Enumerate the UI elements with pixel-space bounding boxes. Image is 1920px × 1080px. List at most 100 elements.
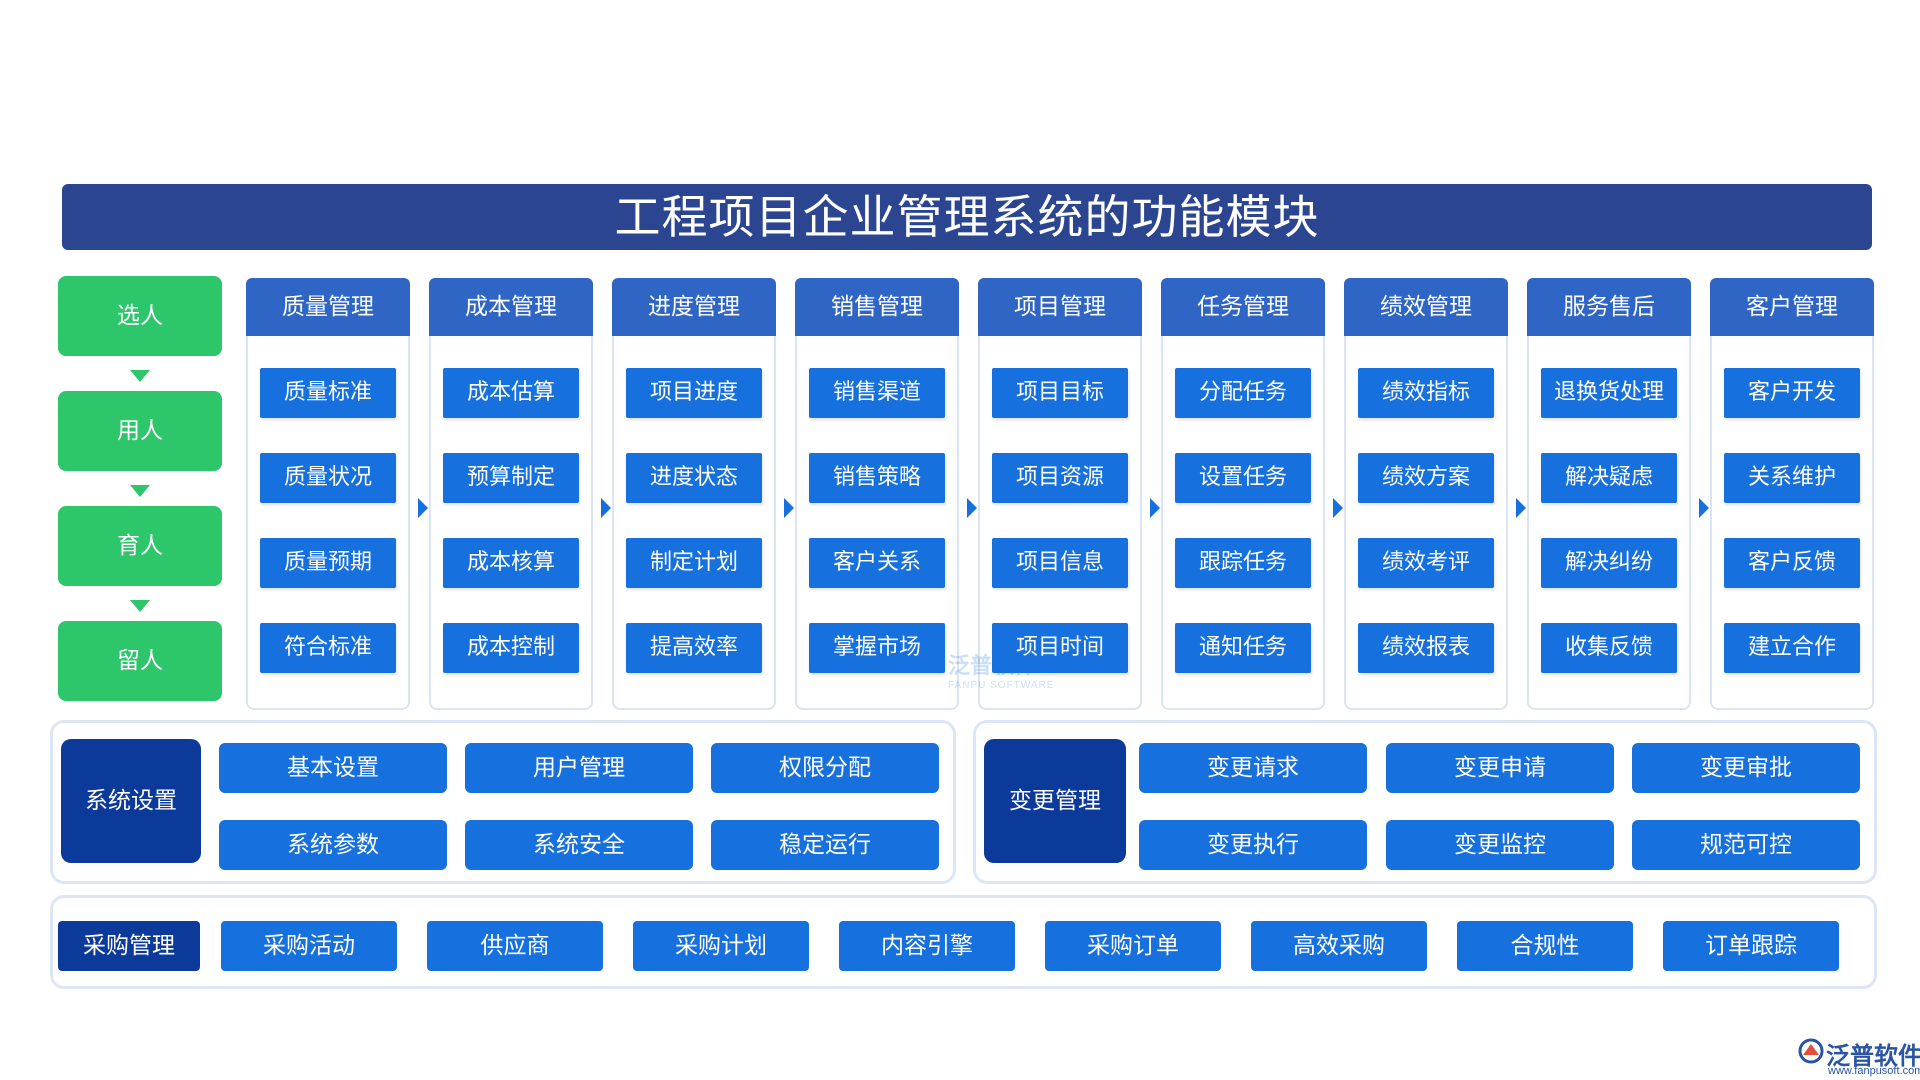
watermark-subtext: FANPU SOFTWARE <box>948 680 1055 691</box>
module-item[interactable]: 关系维护 <box>1724 453 1860 503</box>
module-item[interactable]: 解决疑虑 <box>1541 453 1677 503</box>
module-item[interactable]: 提高效率 <box>626 623 762 673</box>
module-item[interactable]: 收集反馈 <box>1541 623 1677 673</box>
flow-arrow <box>967 498 977 518</box>
watermark-text: 泛普软件 <box>948 653 1037 678</box>
procurement-title: 采购管理 <box>58 921 200 971</box>
change-management-panel: 变更管理 变更请求 变更申请 变更审批 变更执行 变更监控 规范可控 <box>973 720 1877 884</box>
module-item[interactable]: 符合标准 <box>260 623 396 673</box>
module-item[interactable]: 进度状态 <box>626 453 762 503</box>
module-title: 销售管理 <box>795 278 959 336</box>
module-item[interactable]: 通知任务 <box>1175 623 1311 673</box>
module-item[interactable]: 项目时间 <box>992 623 1128 673</box>
module-task: 任务管理 分配任务 设置任务 跟踪任务 通知任务 <box>1161 278 1325 710</box>
module-item[interactable]: 解决纠纷 <box>1541 538 1677 588</box>
change-management-item[interactable]: 变更申请 <box>1386 743 1614 793</box>
module-title: 项目管理 <box>978 278 1142 336</box>
module-title: 客户管理 <box>1710 278 1874 336</box>
module-item[interactable]: 绩效报表 <box>1358 623 1494 673</box>
module-item[interactable]: 预算制定 <box>443 453 579 503</box>
module-title: 质量管理 <box>246 278 410 336</box>
watermark: 泛普软件 FANPU SOFTWARE <box>948 648 1054 691</box>
system-settings-item[interactable]: 系统参数 <box>219 820 447 870</box>
change-management-item[interactable]: 变更请求 <box>1139 743 1367 793</box>
module-item[interactable]: 销售渠道 <box>809 368 945 418</box>
module-item[interactable]: 绩效方案 <box>1358 453 1494 503</box>
module-item[interactable]: 项目信息 <box>992 538 1128 588</box>
stage-develop: 育人 <box>58 506 222 586</box>
stage-select: 选人 <box>58 276 222 356</box>
system-settings-item[interactable]: 基本设置 <box>219 743 447 793</box>
stage-down-arrow <box>130 485 150 497</box>
module-title: 服务售后 <box>1527 278 1691 336</box>
module-title: 成本管理 <box>429 278 593 336</box>
procurement-item[interactable]: 高效采购 <box>1251 921 1427 971</box>
stage-use: 用人 <box>58 391 222 471</box>
change-management-item[interactable]: 规范可控 <box>1632 820 1860 870</box>
system-settings-item[interactable]: 系统安全 <box>465 820 693 870</box>
module-performance: 绩效管理 绩效指标 绩效方案 绩效考评 绩效报表 <box>1344 278 1508 710</box>
module-title: 进度管理 <box>612 278 776 336</box>
module-cost: 成本管理 成本估算 预算制定 成本核算 成本控制 <box>429 278 593 710</box>
flow-arrow <box>1699 498 1709 518</box>
change-management-item[interactable]: 变更审批 <box>1632 743 1860 793</box>
module-item[interactable]: 质量预期 <box>260 538 396 588</box>
flow-arrow <box>1150 498 1160 518</box>
module-item[interactable]: 质量状况 <box>260 453 396 503</box>
module-item[interactable]: 分配任务 <box>1175 368 1311 418</box>
module-title: 绩效管理 <box>1344 278 1508 336</box>
flow-arrow <box>418 498 428 518</box>
stage-down-arrow <box>130 600 150 612</box>
module-item[interactable]: 成本控制 <box>443 623 579 673</box>
change-management-title: 变更管理 <box>984 739 1126 863</box>
module-title: 任务管理 <box>1161 278 1325 336</box>
module-item[interactable]: 设置任务 <box>1175 453 1311 503</box>
module-item[interactable]: 掌握市场 <box>809 623 945 673</box>
logo-text: 泛普软件 <box>1826 1043 1920 1070</box>
procurement-item[interactable]: 采购活动 <box>221 921 397 971</box>
procurement-item[interactable]: 采购计划 <box>633 921 809 971</box>
module-item[interactable]: 成本核算 <box>443 538 579 588</box>
procurement-item[interactable]: 供应商 <box>427 921 603 971</box>
flow-arrow <box>1516 498 1526 518</box>
procurement-item[interactable]: 合规性 <box>1457 921 1633 971</box>
module-after-sales: 服务售后 退换货处理 解决疑虑 解决纠纷 收集反馈 <box>1527 278 1691 710</box>
procurement-item[interactable]: 采购订单 <box>1045 921 1221 971</box>
module-item[interactable]: 客户关系 <box>809 538 945 588</box>
stage-retain: 留人 <box>58 621 222 701</box>
system-settings-item[interactable]: 用户管理 <box>465 743 693 793</box>
module-item[interactable]: 成本估算 <box>443 368 579 418</box>
flow-arrow <box>601 498 611 518</box>
module-quality: 质量管理 质量标准 质量状况 质量预期 符合标准 <box>246 278 410 710</box>
module-item[interactable]: 质量标准 <box>260 368 396 418</box>
stage-down-arrow <box>130 370 150 382</box>
module-item[interactable]: 制定计划 <box>626 538 762 588</box>
module-item[interactable]: 退换货处理 <box>1541 368 1677 418</box>
logo-icon <box>1798 1038 1824 1064</box>
procurement-item[interactable]: 内容引擎 <box>839 921 1015 971</box>
module-item[interactable]: 绩效考评 <box>1358 538 1494 588</box>
module-item[interactable]: 建立合作 <box>1724 623 1860 673</box>
system-settings-item[interactable]: 权限分配 <box>711 743 939 793</box>
module-project: 项目管理 项目目标 项目资源 项目信息 项目时间 <box>978 278 1142 710</box>
module-item[interactable]: 绩效指标 <box>1358 368 1494 418</box>
module-item[interactable]: 项目目标 <box>992 368 1128 418</box>
module-item[interactable]: 客户反馈 <box>1724 538 1860 588</box>
change-management-item[interactable]: 变更执行 <box>1139 820 1367 870</box>
module-item[interactable]: 客户开发 <box>1724 368 1860 418</box>
module-item[interactable]: 销售策略 <box>809 453 945 503</box>
module-progress: 进度管理 项目进度 进度状态 制定计划 提高效率 <box>612 278 776 710</box>
system-settings-title: 系统设置 <box>61 739 201 863</box>
module-item[interactable]: 跟踪任务 <box>1175 538 1311 588</box>
change-management-item[interactable]: 变更监控 <box>1386 820 1614 870</box>
module-item[interactable]: 项目资源 <box>992 453 1128 503</box>
module-customer: 客户管理 客户开发 关系维护 客户反馈 建立合作 <box>1710 278 1874 710</box>
procurement-item[interactable]: 订单跟踪 <box>1663 921 1839 971</box>
system-settings-item[interactable]: 稳定运行 <box>711 820 939 870</box>
module-sales: 销售管理 销售渠道 销售策略 客户关系 掌握市场 <box>795 278 959 710</box>
flow-arrow <box>784 498 794 518</box>
page-title: 工程项目企业管理系统的功能模块 <box>62 184 1872 250</box>
system-settings-panel: 系统设置 基本设置 用户管理 权限分配 系统参数 系统安全 稳定运行 <box>50 720 956 884</box>
module-item[interactable]: 项目进度 <box>626 368 762 418</box>
flow-arrow <box>1333 498 1343 518</box>
